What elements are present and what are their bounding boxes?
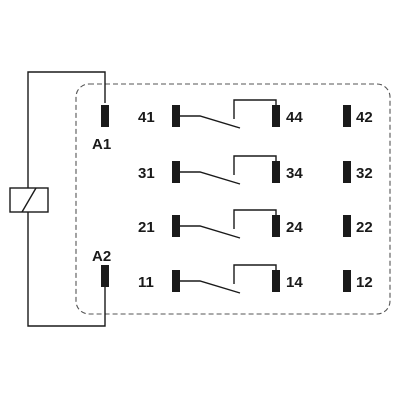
contact-group-2-no-label: 34 (286, 165, 303, 182)
coil-terminal-a1-pin (101, 105, 109, 127)
contact-group-2-common-label: 31 (138, 165, 155, 182)
relay-housing-outline (75, 83, 391, 315)
contact-group-3-switch-arm (180, 225, 241, 239)
contact-group-3-common-label: 21 (138, 219, 155, 236)
contact-group-2: 31 34 32 (138, 155, 373, 185)
contact-group-4: 11 14 12 (138, 264, 373, 294)
contact-group-2-no-bracket (233, 155, 277, 175)
contact-group-3: 21 24 22 (138, 209, 373, 239)
coil-upper-wire (27, 71, 106, 188)
contact-group-3-nc-label: 22 (356, 219, 373, 236)
coil-terminal-a2-label: A2 (92, 248, 111, 265)
coil-terminal-a2-pin (101, 265, 109, 287)
contact-group-1-common-label: 41 (138, 109, 155, 126)
contact-group-4-no-pin (272, 270, 280, 292)
relay-coil-symbol (9, 187, 49, 213)
contact-group-3-nc-pin (343, 215, 351, 237)
contact-group-4-nc-pin (343, 270, 351, 292)
contact-group-1-common-pin (172, 105, 180, 127)
contact-group-4-nc-label: 12 (356, 274, 373, 291)
coil-circuit (9, 71, 106, 327)
contact-group-1-no-bracket (233, 99, 277, 119)
relay-coil-diagonal (21, 187, 37, 213)
contact-group-3-no-bracket (233, 209, 277, 229)
contact-group-3-no-pin (272, 215, 280, 237)
coil-terminal-a1-label: A1 (92, 136, 111, 153)
contact-group-4-no-label: 14 (286, 274, 303, 291)
contact-group-2-nc-label: 32 (356, 165, 373, 182)
contact-group-1-switch-arm (180, 115, 241, 129)
contact-group-1-nc-pin (343, 105, 351, 127)
contact-group-2-switch-arm (180, 171, 241, 185)
contact-group-4-common-label: 11 (138, 274, 154, 291)
contact-group-2-no-pin (272, 161, 280, 183)
contact-group-3-no-label: 24 (286, 219, 303, 236)
contact-group-1-no-label: 44 (286, 109, 303, 126)
coil-lower-wire (27, 212, 106, 327)
contact-group-4-switch-arm (180, 280, 241, 294)
contact-group-3-common-pin (172, 215, 180, 237)
contact-group-4-common-pin (172, 270, 180, 292)
contact-group-2-common-pin (172, 161, 180, 183)
contact-group-2-nc-pin (343, 161, 351, 183)
contact-group-1: 41 44 42 (138, 99, 373, 129)
contact-group-1-no-pin (272, 105, 280, 127)
contact-group-4-no-bracket (233, 264, 277, 284)
contact-group-1-nc-label: 42 (356, 109, 373, 126)
